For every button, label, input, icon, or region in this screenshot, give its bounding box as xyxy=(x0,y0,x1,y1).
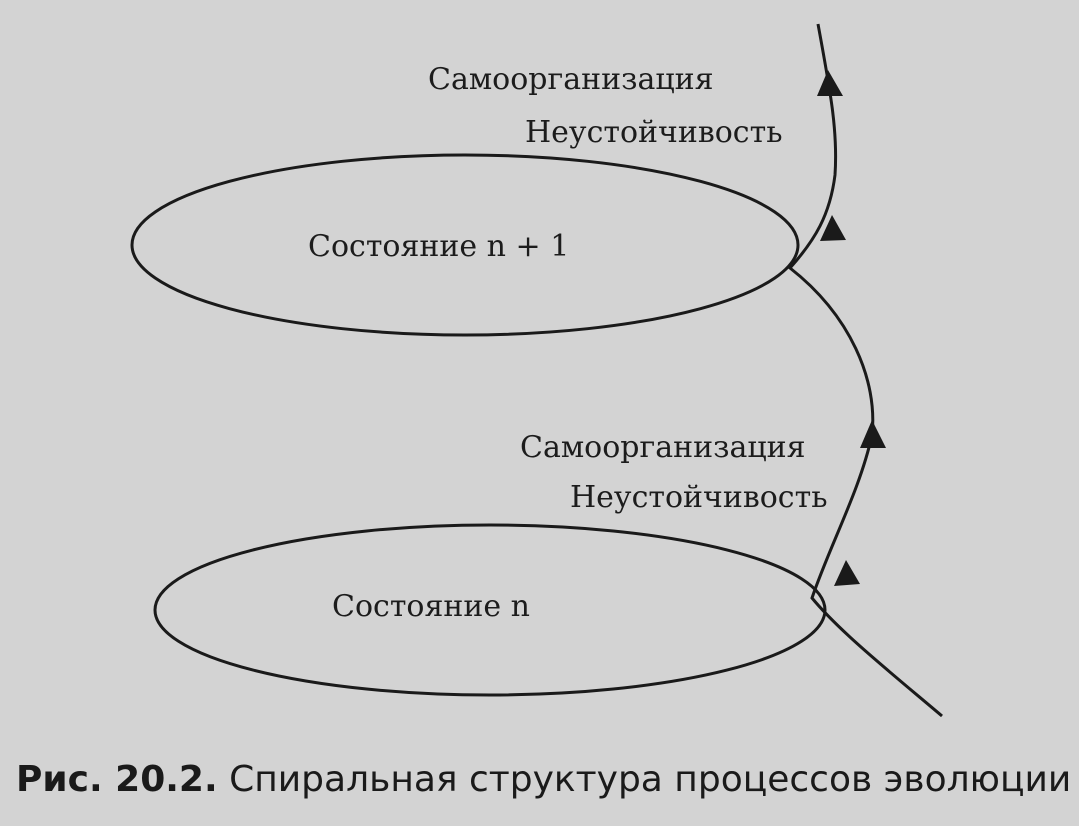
state-n-loop xyxy=(153,523,827,697)
figure-caption-text: Спиральная структура процессов эволюции xyxy=(229,759,1072,800)
state-n1-loop xyxy=(130,153,800,337)
arrow-upper-2 xyxy=(817,70,843,96)
figure-number: Рис. 20.2. xyxy=(16,759,218,800)
state-n-plus-1-label: Состояние n + 1 xyxy=(308,229,570,264)
bottom-self-organization-label: Самоорганизация xyxy=(520,430,806,465)
spiral-path xyxy=(787,23,943,718)
arrow-upper-1 xyxy=(820,215,846,241)
arrow-lower-2 xyxy=(860,420,886,448)
arrow-lower-1 xyxy=(834,560,860,586)
state-n-label: Состояние n xyxy=(332,589,531,624)
bottom-instability-label: Неустойчивость xyxy=(570,480,828,515)
top-instability-label: Неустойчивость xyxy=(525,115,783,150)
figure-caption: Рис. 20.2. Спиральная структура процессо… xyxy=(16,758,1071,802)
top-self-organization-label: Самоорганизация xyxy=(428,62,714,97)
